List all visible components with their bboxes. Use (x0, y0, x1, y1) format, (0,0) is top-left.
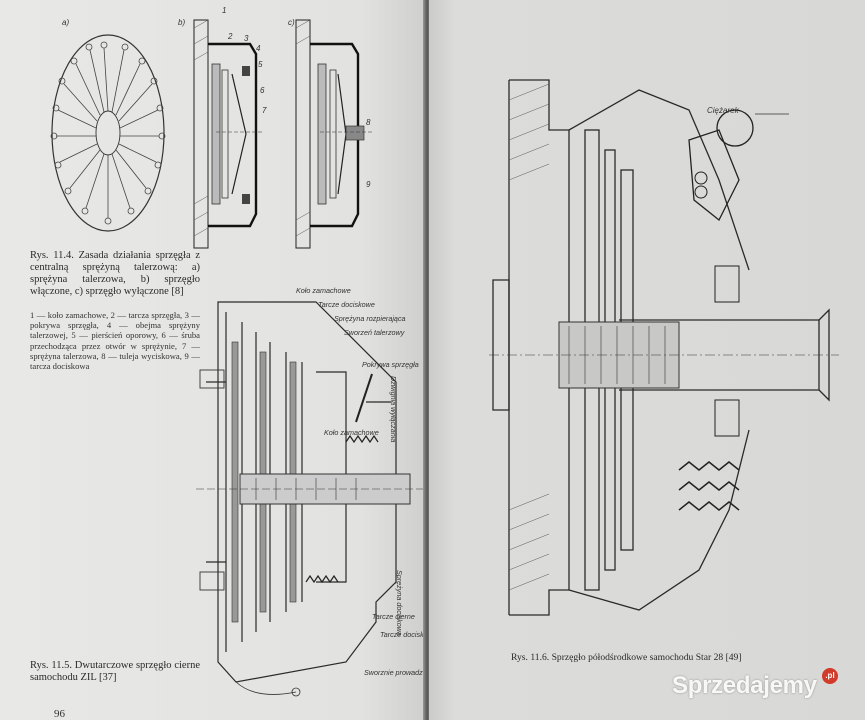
fig-11-4-legend: 1 — koło zamachowe, 2 — tarcza sprzęgła,… (30, 310, 200, 372)
label-tarcze-dociskowe-bottom: Tarcze dociskowe (380, 630, 425, 639)
part-number-8: 8 (366, 118, 371, 127)
label-kolo-zamachowe: Koło zamachowe (296, 286, 351, 295)
label-sprezyna-dociskowa: Sprężyna dociskowa (395, 570, 404, 636)
left-page: a) (0, 0, 425, 720)
part-number-5: 5 (258, 60, 263, 69)
part-number-7: 7 (262, 106, 267, 115)
fig-11-6-caption: Rys. 11.6. Sprzęgło półodśrodkowe samoch… (511, 652, 742, 663)
page-number: 96 (54, 708, 65, 720)
panel-label-a: a) (62, 18, 70, 27)
fig-11-4-caption: Rys. 11.4. Zasada działania sprzęgła z c… (30, 250, 200, 297)
right-page: Ciężarek Rys. 11.6. Sprzęgło półodśrodko… (429, 0, 865, 720)
label-dzwignia-wylaczania: Dźwignia wyłączania (389, 376, 398, 443)
part-number-6: 6 (260, 86, 265, 95)
fig-11-5-caption: Rys. 11.5. Dwutarczowe sprzęgło cierne s… (30, 660, 200, 683)
star28-clutch-drawing (489, 79, 839, 616)
panel-label-c: c) (288, 18, 295, 27)
label-tarcze-cierne: Tarcze cierne (372, 612, 415, 621)
label-ciezarek: Ciężarek (707, 106, 739, 115)
clutch-engaged-drawing (193, 19, 264, 249)
label-pokrywa-sprzegla: Pokrywa sprzęgła (362, 360, 419, 369)
label-sworzen-talerzowy: Sworzeń talerzowy (344, 328, 405, 337)
label-sprezyna-rozpierajaca: Sprężyna rozpierająca (334, 314, 406, 323)
part-number-9: 9 (366, 180, 371, 189)
label-kolo-zamachowe-2: Koło zamachowe (324, 428, 379, 437)
book-gutter (423, 0, 431, 720)
panel-label-b: b) (178, 18, 186, 27)
part-number-3: 3 (244, 34, 249, 43)
disc-spring-drawing (50, 34, 166, 232)
label-tarcze-dociskowe-top: Tarcze dociskowe (318, 300, 375, 309)
part-number-2: 2 (228, 32, 233, 41)
part-number-4: 4 (256, 44, 261, 53)
zil-clutch-drawing (196, 301, 424, 697)
part-number-1: 1 (222, 6, 227, 15)
clutch-disengaged-drawing (295, 19, 372, 249)
watermark-text: Sprzedajemy (672, 672, 817, 699)
label-sworznie-prowadzace: Sworznie prowadzące (364, 668, 425, 677)
watermark-logo: .pl (822, 668, 838, 684)
